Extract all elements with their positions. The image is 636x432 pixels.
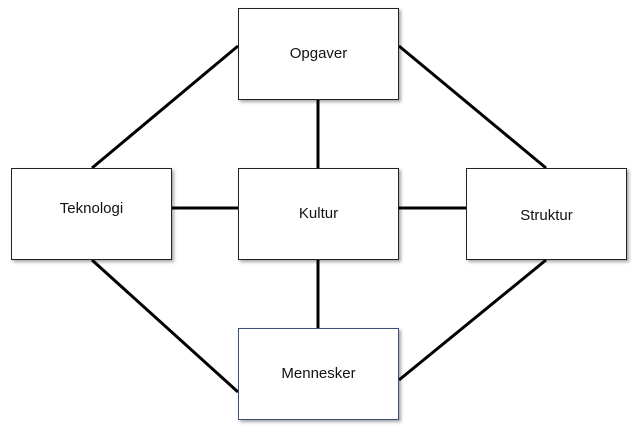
- node-label-kultur: Kultur: [298, 204, 339, 222]
- node-struktur: Struktur: [466, 168, 627, 260]
- node-kultur: Kultur: [238, 168, 399, 260]
- node-label-opgaver: Opgaver: [289, 44, 348, 62]
- edge-opgaver-struktur: [398, 44, 547, 170]
- edge-struktur-mennesker: [398, 258, 547, 382]
- node-opgaver: Opgaver: [238, 8, 399, 100]
- edge-opgaver-teknologi: [91, 44, 239, 170]
- edge-teknologi-mennesker: [90, 258, 240, 394]
- node-teknologi: Teknologi: [11, 168, 172, 260]
- node-label-teknologi: Teknologi: [59, 199, 124, 217]
- node-label-mennesker: Mennesker: [281, 364, 356, 382]
- node-mennesker: Mennesker: [238, 328, 399, 420]
- node-label-struktur: Struktur: [520, 206, 573, 224]
